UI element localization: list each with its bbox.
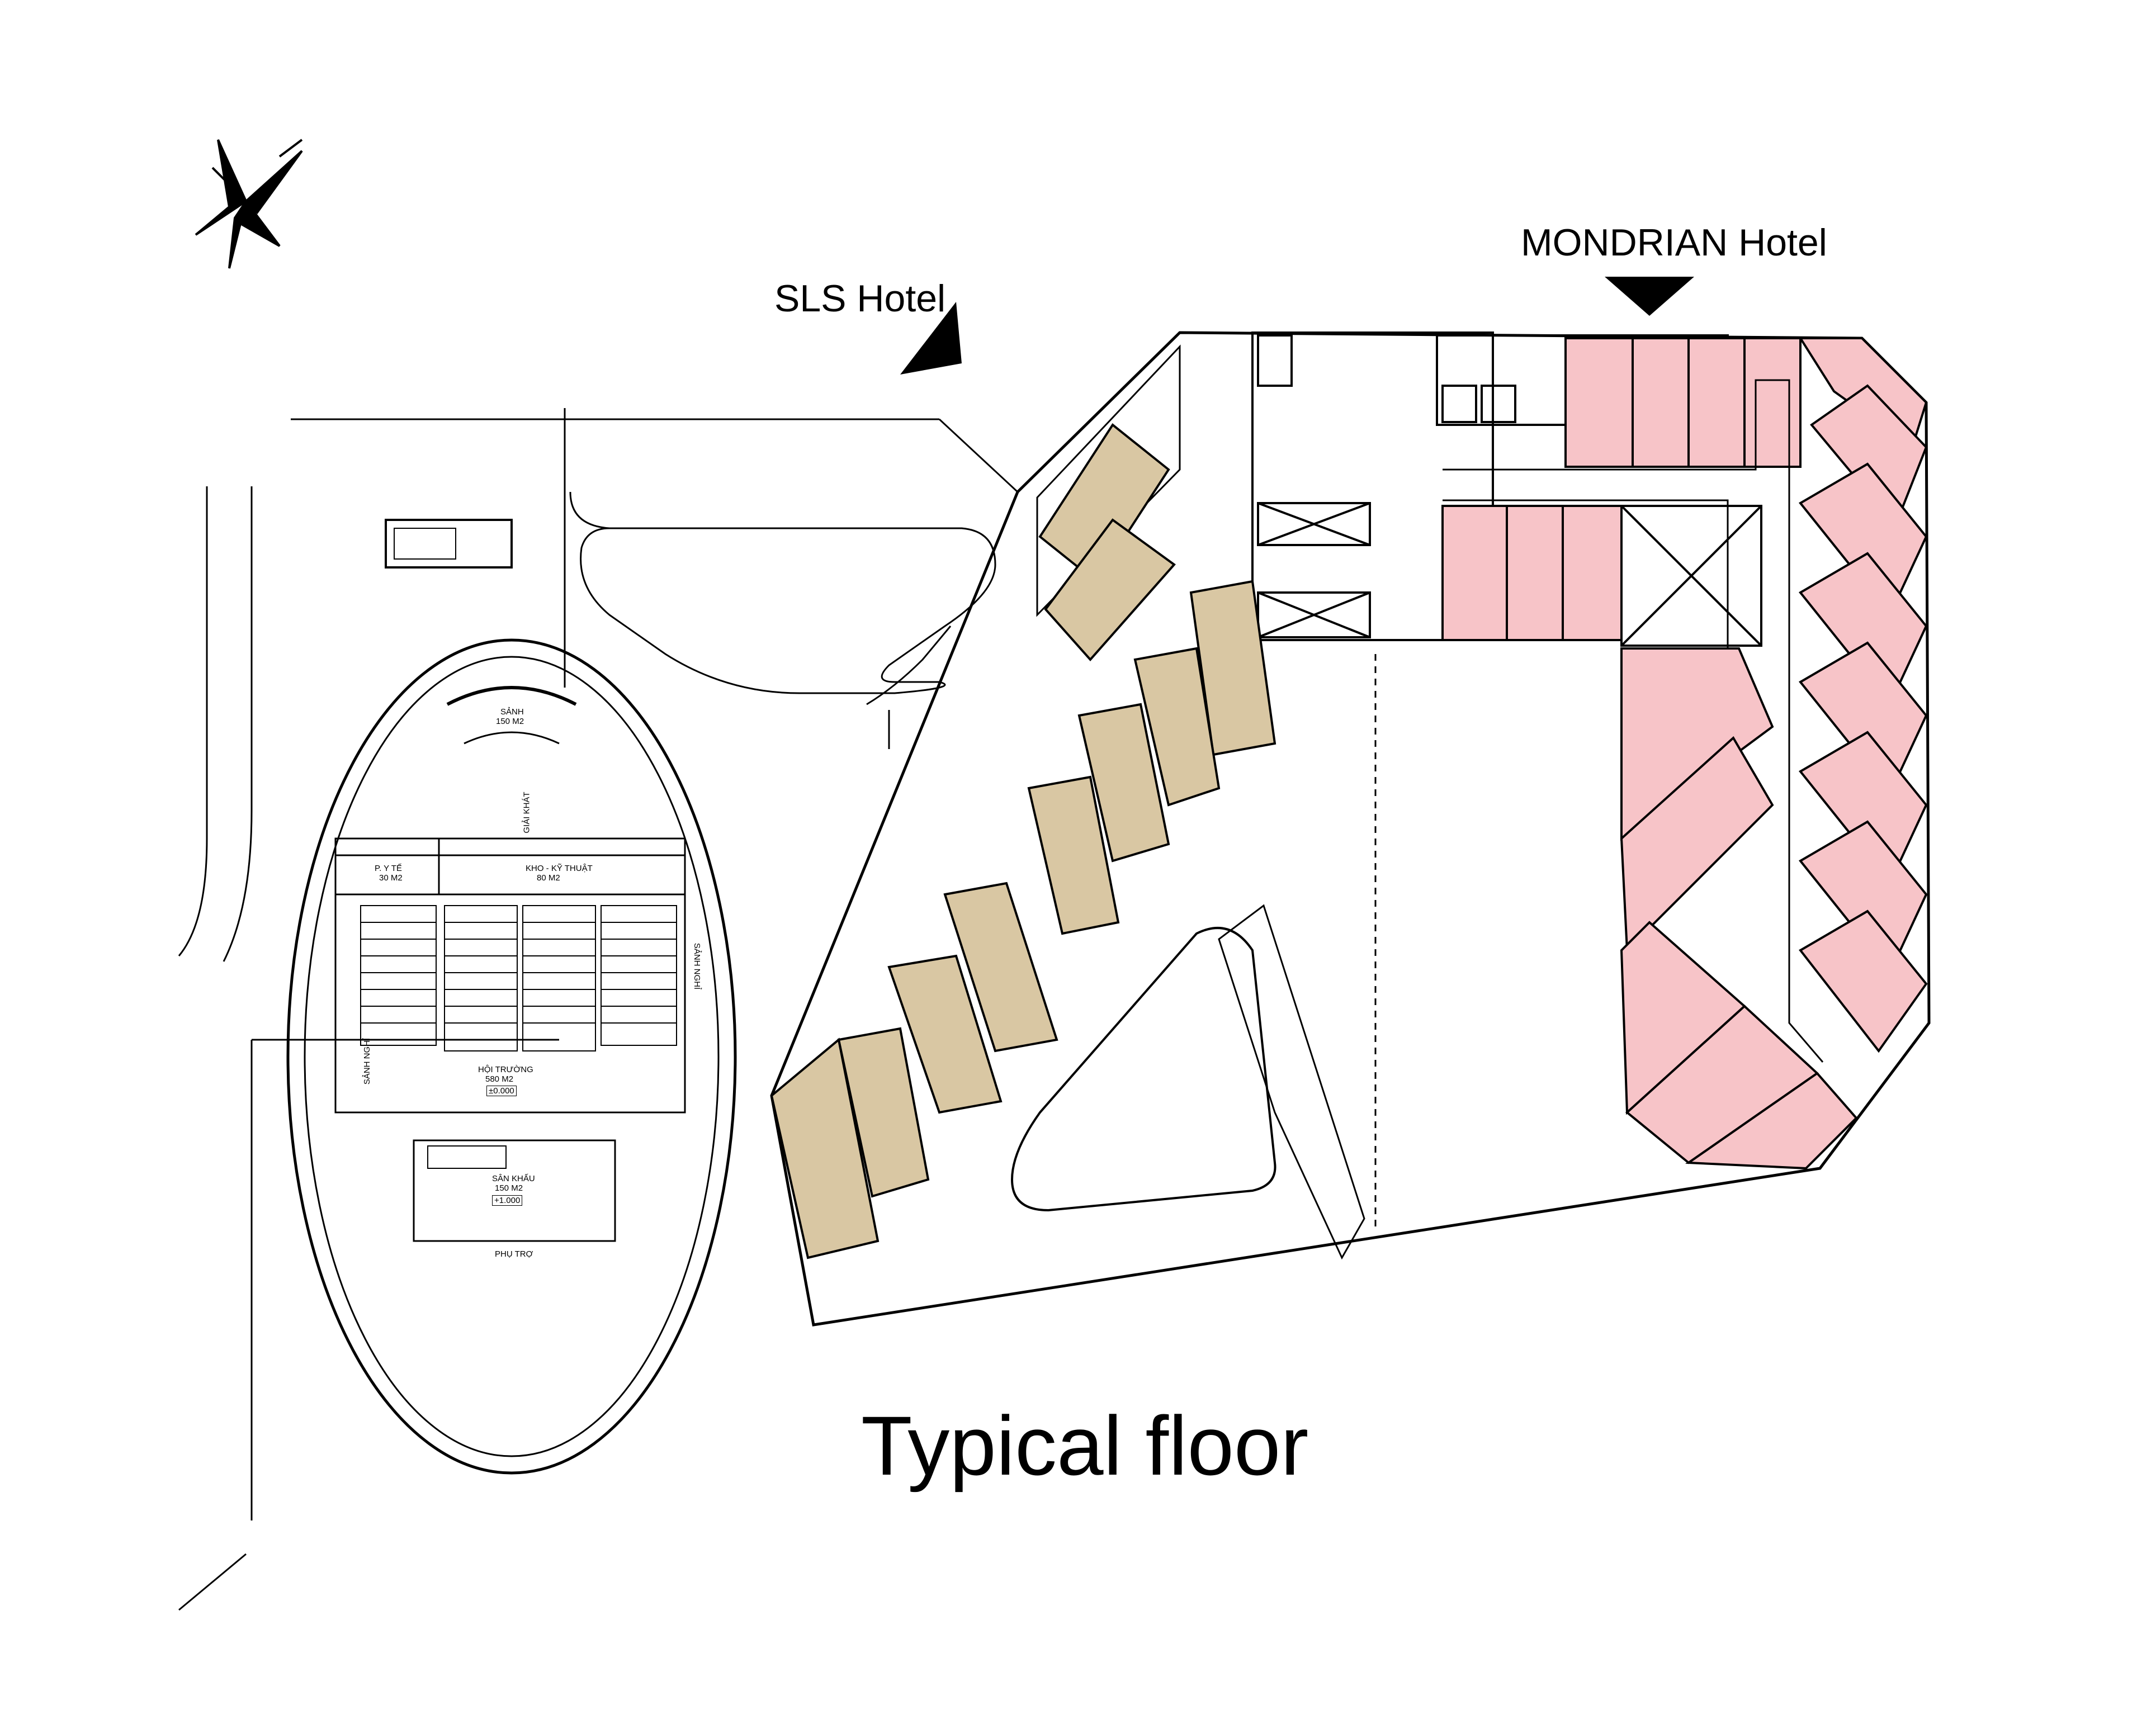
site-roads bbox=[178, 408, 1019, 1611]
sls-hotel-label: SLS Hotel bbox=[774, 277, 946, 320]
stair-core-small bbox=[385, 519, 513, 569]
auxiliary-label: PHỤ TRỢ bbox=[495, 1249, 533, 1259]
hall-level: ±0.000 bbox=[486, 1086, 517, 1096]
mondrian-entrance-arrow-icon bbox=[1605, 277, 1694, 316]
lobby-label: SẢNH bbox=[500, 707, 524, 717]
lobby-area: 150 M2 bbox=[496, 717, 524, 726]
hotel-complex-outline bbox=[770, 331, 1931, 1327]
storage-area: 80 M2 bbox=[537, 873, 560, 883]
auditorium-building bbox=[286, 638, 737, 1475]
storage-label: KHO - KỸ THUẬT bbox=[526, 864, 593, 873]
stage-label: SÂN KHẤU bbox=[492, 1174, 535, 1183]
mondrian-hotel-label: MONDRIAN Hotel bbox=[1521, 221, 1827, 264]
medical-room-label: P. Y TẾ bbox=[375, 864, 402, 873]
refreshment-label: GIẢI KHÁT bbox=[522, 792, 532, 833]
sls-hotel-rooms bbox=[770, 423, 1276, 1259]
rest-lobby-left: SẢNH NGHỈ bbox=[362, 1038, 372, 1085]
rest-lobby-right: SẢNH NGHỈ bbox=[692, 942, 702, 990]
auditorium-seating bbox=[360, 905, 677, 1051]
hall-area: 580 M2 bbox=[485, 1074, 514, 1084]
north-arrow-icon bbox=[195, 139, 303, 269]
sls-entrance-arrow-icon bbox=[900, 302, 962, 375]
stage-level: +1.000 bbox=[492, 1195, 523, 1206]
mondrian-hotel-rooms bbox=[1441, 337, 1928, 1170]
medical-room-area: 30 M2 bbox=[379, 873, 403, 883]
mondrian-corridor bbox=[1443, 379, 1824, 1063]
stage-area: 150 M2 bbox=[495, 1183, 523, 1193]
page-title: Typical floor bbox=[861, 1399, 1309, 1493]
hall-label: HỘI TRƯỜNG bbox=[478, 1065, 533, 1074]
